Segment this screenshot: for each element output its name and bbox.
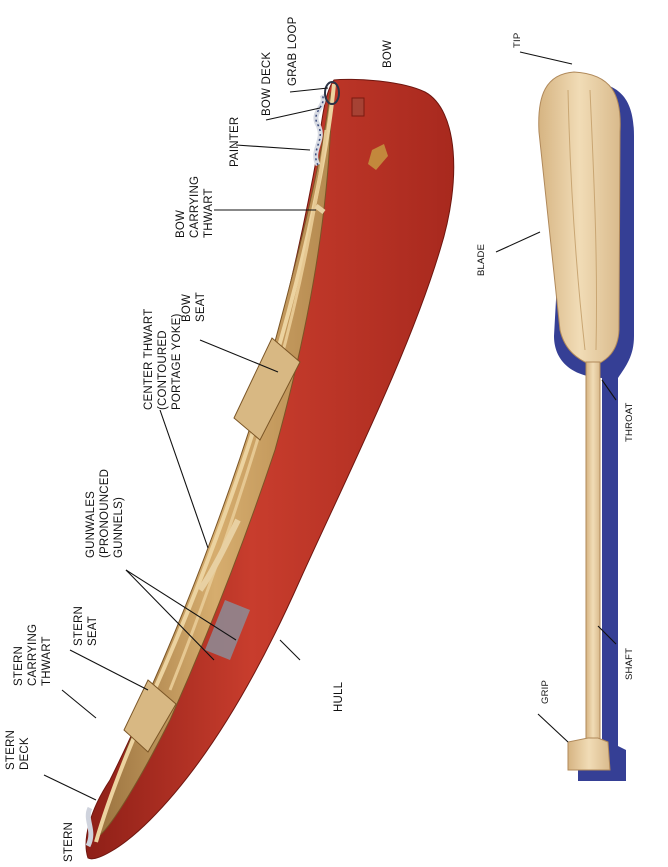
label-bow: BOW: [382, 40, 394, 68]
canoe-hull-number: [352, 98, 364, 116]
label-bow-carrying-thwart: BOW CARRYING THWART: [175, 176, 215, 238]
canoe: [86, 79, 454, 858]
label-blade: BLADE: [476, 244, 487, 276]
svg-text:(PRONOUNCED: (PRONOUNCED: [99, 469, 111, 558]
svg-text:SEAT: SEAT: [87, 616, 99, 646]
svg-text:SEAT: SEAT: [195, 292, 207, 322]
canoe-stern-rope: [88, 808, 91, 846]
label-stern-seat: STERN SEAT: [73, 606, 99, 646]
svg-text:CARRYING: CARRYING: [189, 176, 201, 238]
label-gunwales: GUNWALES (PRONOUNCED GUNNELS): [85, 469, 125, 558]
svg-text:GUNNELS): GUNNELS): [113, 497, 125, 558]
paddle-grip: [568, 738, 610, 770]
label-bow-seat: BOW SEAT: [181, 292, 207, 322]
svg-text:BOW: BOW: [175, 210, 187, 238]
label-stern: STERN: [63, 822, 75, 862]
label-shaft: SHAFT: [624, 648, 635, 680]
svg-text:CENTER THWART: CENTER THWART: [143, 309, 155, 410]
label-hull: HULL: [333, 681, 345, 712]
svg-text:CARRYING: CARRYING: [27, 624, 39, 686]
label-grip: GRIP: [540, 680, 551, 704]
label-stern-carrying-thwart: STERN CARRYING THWART: [13, 624, 53, 686]
svg-text:DECK: DECK: [19, 737, 31, 770]
svg-text:PORTAGE YOKE): PORTAGE YOKE): [171, 313, 183, 410]
svg-text:STERN: STERN: [13, 646, 25, 686]
svg-text:STERN: STERN: [73, 606, 85, 646]
label-painter: PAINTER: [229, 117, 241, 167]
paddle-blade: [539, 72, 621, 364]
svg-text:STERN: STERN: [5, 730, 17, 770]
label-grab-loop: GRAB LOOP: [287, 16, 299, 86]
paddle-shaft: [586, 362, 600, 740]
label-throat: THROAT: [624, 402, 635, 442]
svg-text:(CONTOURED: (CONTOURED: [157, 330, 169, 410]
label-tip: TIP: [512, 33, 523, 48]
svg-text:GUNWALES: GUNWALES: [85, 491, 97, 558]
paddle: [539, 72, 634, 781]
label-bow-deck: BOW DECK: [261, 52, 273, 116]
label-stern-deck: STERN DECK: [5, 730, 31, 770]
label-center-thwart: CENTER THWART (CONTOURED PORTAGE YOKE): [143, 309, 183, 410]
svg-text:THWART: THWART: [203, 188, 215, 238]
svg-text:THWART: THWART: [41, 636, 53, 686]
